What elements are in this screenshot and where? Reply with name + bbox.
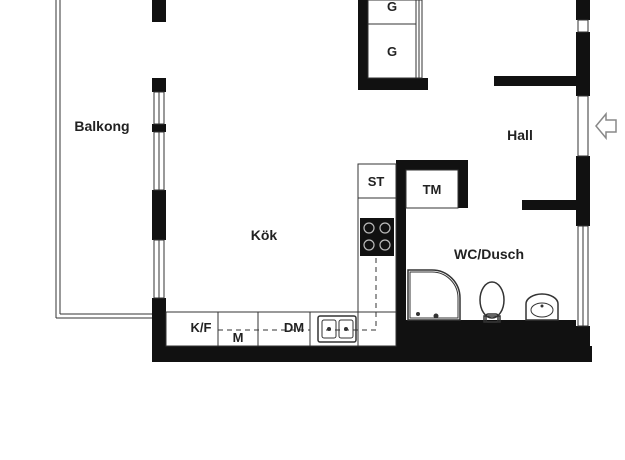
kitchen-sink-icon xyxy=(317,315,357,343)
room-label-wc-dusch: WC/Dusch xyxy=(454,246,524,262)
kitchen-counter xyxy=(165,197,397,347)
entrance-arrow-icon xyxy=(595,111,617,141)
storage-label: ST xyxy=(368,174,385,189)
balcony xyxy=(55,0,152,319)
room-label-hall: Hall xyxy=(507,127,533,143)
microwave-label: M xyxy=(233,330,244,345)
stove-icon xyxy=(360,218,394,256)
washer-box xyxy=(405,169,459,209)
wardrobe-label-1: G xyxy=(387,0,397,14)
windows xyxy=(153,19,589,327)
interior-walls xyxy=(396,76,576,348)
fridge-label: K/F xyxy=(191,320,212,335)
wash-basin-icon xyxy=(525,293,559,321)
wardrobe-label-2: G xyxy=(387,44,397,59)
dishwasher-label: DM xyxy=(284,320,304,335)
room-label-kok: Kök xyxy=(251,227,278,243)
exterior-walls xyxy=(152,0,592,362)
shower-icon xyxy=(407,269,461,321)
room-label-balkong: Balkong xyxy=(74,118,129,134)
toilet-icon xyxy=(479,281,505,323)
washer-label: TM xyxy=(423,182,442,197)
wardrobe-block xyxy=(358,0,428,90)
